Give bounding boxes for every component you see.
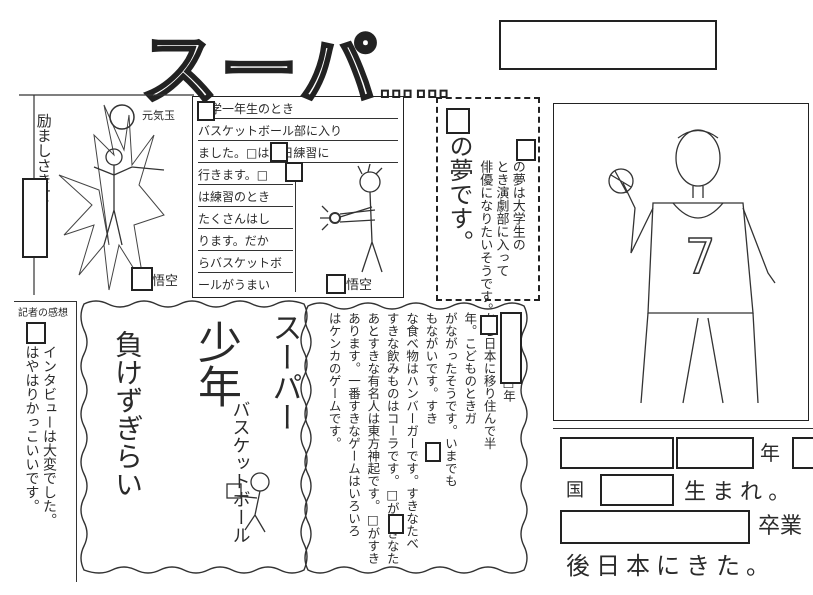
aura-drawing xyxy=(19,94,194,295)
redacted-dream-inline xyxy=(516,139,536,161)
dream-heading-suffix: です。 xyxy=(445,182,473,254)
dream-heading-text: の夢 xyxy=(445,134,473,182)
title-dots: …… xyxy=(378,65,452,107)
portrait-panel xyxy=(553,103,809,421)
story-divider xyxy=(295,162,296,292)
rule-line xyxy=(198,250,293,251)
caption-goku-right: 悟空 xyxy=(346,278,373,293)
redacted-bio-name-3 xyxy=(425,442,441,462)
footer-rule xyxy=(553,428,813,429)
redacted-name-box xyxy=(499,20,717,70)
redacted-box-small xyxy=(131,267,153,291)
dream-text: の夢は大学生の とき演劇部に入って 俳優になりたいそうです。 xyxy=(477,160,525,316)
rule-line xyxy=(198,118,398,119)
redacted-name-left xyxy=(22,178,48,258)
redacted-story-3 xyxy=(285,162,303,182)
goku-drawing xyxy=(320,163,383,273)
redacted-birth-year xyxy=(676,437,754,469)
genki-dama-label: 元気玉 xyxy=(142,109,175,122)
redacted-footer-right xyxy=(792,437,813,469)
basketball-player-drawing: 7 xyxy=(608,129,776,404)
interview-panel xyxy=(14,301,77,582)
rule-line xyxy=(198,228,293,229)
footer-came-label: 後日本にきた。 xyxy=(566,552,776,580)
footer-born-label: 生まれ。 xyxy=(684,480,797,505)
redacted-bio-name-4 xyxy=(388,514,404,534)
banner-super: スーパー xyxy=(266,312,302,432)
redacted-bio-name-1 xyxy=(500,312,522,384)
redacted-interview-name xyxy=(26,322,46,344)
redacted-box-goku xyxy=(326,274,346,294)
rule-line xyxy=(198,184,293,185)
banner-shonen: 少年 xyxy=(190,320,241,408)
rule-line xyxy=(198,206,293,207)
banner-makezugirai: 負けずぎらい xyxy=(111,330,144,498)
footer-graduate-label: 卒業 xyxy=(758,514,803,539)
bio-text: に生まれて□年 から日本に移り住んで半 年。こどものときガ がながったそうです。… xyxy=(326,312,516,565)
redacted-birth-place xyxy=(560,437,674,469)
rule-line xyxy=(198,272,293,273)
redacted-story-2 xyxy=(270,142,288,162)
story-panel xyxy=(192,96,404,298)
bio-wavy-frame xyxy=(304,302,528,574)
footer-country-label: 国 xyxy=(566,480,584,501)
redacted-country xyxy=(600,474,674,506)
page-title: スーパ…… xyxy=(138,8,452,120)
caption-goku-left: 悟空 xyxy=(152,274,179,289)
small-figure-drawing xyxy=(226,472,270,533)
interview-label: 記者の感想 xyxy=(18,308,68,319)
redacted-story-1 xyxy=(197,101,215,121)
redacted-school xyxy=(560,510,750,544)
banner-wavy-frame xyxy=(80,300,308,574)
redacted-dream-name xyxy=(446,108,470,134)
story-text: 小学一年生のとき バスケットボール部に入り ました。□は毎日練習に 行きます。□… xyxy=(198,102,343,292)
interview-text: インタビューは大変でした。 はやはりかっこいいです。 xyxy=(23,345,58,527)
dream-panel xyxy=(436,97,540,301)
jersey-number: 7 xyxy=(685,229,716,285)
title-text: スーパ xyxy=(138,25,380,118)
rule-line xyxy=(198,140,398,141)
footer-year-label: 年 xyxy=(760,441,780,465)
banner-basketball: バスケットボール xyxy=(229,400,251,544)
dream-heading: の夢です。 xyxy=(444,134,474,254)
redacted-bio-name-2 xyxy=(480,315,498,335)
